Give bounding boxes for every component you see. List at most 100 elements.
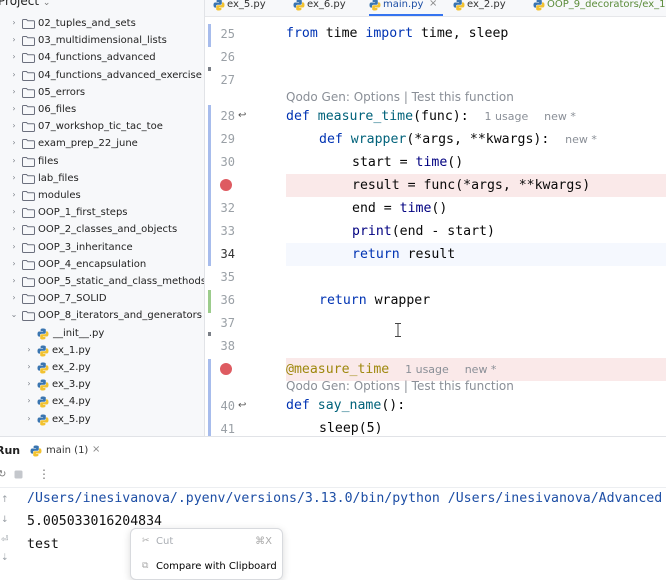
tree-file[interactable]: ›ex_1.py	[0, 343, 204, 360]
vcs-change-marker[interactable]	[208, 24, 211, 47]
chevron-right-icon[interactable]: ›	[12, 258, 16, 268]
chevron-right-icon[interactable]: ›	[12, 224, 16, 234]
chevron-right-icon[interactable]: ›	[12, 121, 16, 131]
tree-folder[interactable]: ›05_errors	[0, 85, 204, 102]
tree-folder[interactable]: ›06_files	[0, 102, 204, 119]
usage-hint[interactable]: 1 usage	[484, 110, 529, 123]
editor-gutter[interactable]: 25 26 27 28 ↩ 29 30 32 33 34 35 36 37 38…	[205, 17, 283, 436]
author-hint[interactable]: new *	[565, 133, 597, 146]
panel-divider[interactable]	[204, 0, 205, 436]
chevron-right-icon[interactable]: ›	[12, 293, 16, 303]
tree-folder[interactable]: ⌄OOP_8_iterators_and_generators	[0, 308, 204, 325]
tree-folder[interactable]: ›lab_files	[0, 171, 204, 188]
code-line-36[interactable]: return wrapper	[319, 293, 430, 308]
chevron-right-icon[interactable]: ›	[12, 52, 16, 62]
scissors-icon: ✂	[142, 536, 150, 546]
code-line-25[interactable]: from time import time, sleep	[286, 26, 508, 41]
close-icon[interactable]: ×	[92, 444, 101, 455]
code-line-29[interactable]: def wrapper(*args, **kwargs): new *	[319, 132, 597, 147]
chevron-right-icon[interactable]: ›	[12, 18, 16, 27]
tree-folder[interactable]: ›OOP_2_classes_and_objects	[0, 222, 204, 239]
fold-marker[interactable]	[208, 67, 211, 71]
line-number: 26	[220, 50, 235, 64]
code-line-33[interactable]: print(end - start)	[352, 224, 495, 239]
project-title-label: Project	[0, 0, 40, 8]
chevron-right-icon[interactable]: ›	[12, 172, 16, 182]
chevron-right-icon[interactable]: ›	[12, 138, 16, 148]
tree-file[interactable]: ›ex_5.py	[0, 412, 204, 429]
close-icon[interactable]: ×	[429, 0, 438, 9]
tree-file[interactable]: ›ex_2.py	[0, 360, 204, 377]
fold-marker[interactable]	[208, 332, 211, 336]
tree-folder[interactable]: ›exam_prep_22_june	[0, 136, 204, 153]
tree-folder[interactable]: ›files	[0, 154, 204, 171]
code-line-41[interactable]: sleep(5)	[319, 421, 383, 436]
chevron-right-icon[interactable]: ›	[12, 155, 16, 165]
vcs-change-marker[interactable]	[208, 105, 211, 266]
chevron-right-icon[interactable]: ›	[27, 413, 31, 423]
tree-file[interactable]: __init__.py	[0, 326, 204, 343]
chevron-right-icon[interactable]: ›	[12, 69, 16, 79]
qodo-gen-codelens[interactable]: Qodo Gen: Options | Test this function	[286, 90, 514, 104]
more-options-icon[interactable]: ⋮	[38, 467, 50, 481]
code-line-34[interactable]: return result	[352, 247, 455, 262]
tree-folder[interactable]: ›OOP_5_static_and_class_methods	[0, 274, 204, 291]
code-line-28[interactable]: def measure_time(func): 1 usage new *	[286, 109, 576, 124]
tree-folder[interactable]: ›04_functions_advanced	[0, 50, 204, 67]
breakpoint-icon[interactable]	[220, 179, 232, 191]
tree-file[interactable]: ›ex_4.py	[0, 394, 204, 411]
overridden-method-icon[interactable]: ↩	[238, 400, 247, 411]
overridden-method-icon[interactable]: ↩	[238, 110, 247, 121]
tree-folder[interactable]: ›04_functions_advanced_exercise	[0, 68, 204, 85]
tree-file[interactable]: ›ex_3.py	[0, 377, 204, 394]
chevron-right-icon[interactable]: ›	[12, 207, 16, 217]
chevron-right-icon[interactable]: ›	[12, 35, 16, 45]
vcs-added-marker[interactable]	[208, 290, 211, 313]
usage-hint[interactable]: 1 usage	[405, 363, 449, 376]
soft-wrap-icon[interactable]: ⏎	[1, 535, 9, 545]
tree-folder[interactable]: ›OOP_3_inheritance	[0, 240, 204, 257]
function-name: measure_time	[317, 109, 414, 124]
author-hint[interactable]: new *	[464, 363, 497, 376]
scroll-up-icon[interactable]: ↑	[1, 495, 9, 505]
tree-folder[interactable]: ›OOP_4_encapsulation	[0, 257, 204, 274]
menu-item-cut[interactable]: ✂ Cut ⌘X	[131, 532, 282, 552]
tab-main[interactable]: main.py ×	[369, 0, 443, 16]
project-title[interactable]: Project ⌄	[0, 0, 50, 8]
chevron-right-icon[interactable]: ›	[12, 104, 16, 113]
console-command-line[interactable]: /Users/inesivanova/.pyenv/versions/3.13.…	[27, 491, 663, 506]
scroll-to-end-icon[interactable]: ⇣	[1, 553, 9, 563]
tree-folder[interactable]: ›OOP_1_first_steps	[0, 205, 204, 222]
tree-folder[interactable]: ›modules	[0, 188, 204, 205]
chevron-right-icon[interactable]: ›	[12, 190, 16, 199]
rerun-icon[interactable]: ↻	[0, 469, 7, 480]
code-line-30[interactable]: start = time()	[352, 155, 463, 170]
chevron-down-icon[interactable]: ⌄	[42, 0, 51, 8]
console-output-line[interactable]: 5.005033016204834	[27, 514, 162, 529]
breakpoint-icon[interactable]	[220, 363, 232, 375]
author-hint[interactable]: new *	[544, 110, 576, 123]
chevron-down-icon[interactable]: ⌄	[10, 310, 18, 320]
chevron-right-icon[interactable]: ›	[27, 379, 31, 389]
chevron-right-icon[interactable]: ›	[27, 396, 31, 406]
console-output-line[interactable]: test	[27, 537, 59, 552]
code-line-39[interactable]: @measure_time 1 usage new *	[286, 362, 496, 377]
code-line-40[interactable]: def say_name():	[286, 398, 405, 413]
menu-item-compare-with-clipboard[interactable]: ⧉ Compare with Clipboard	[131, 557, 282, 577]
stop-icon[interactable]	[14, 470, 23, 482]
chevron-right-icon[interactable]: ›	[27, 362, 31, 371]
code-line-32[interactable]: end = time()	[352, 201, 447, 216]
code-line-31[interactable]: result = func(*args, **kwargs)	[352, 178, 590, 193]
chevron-right-icon[interactable]: ›	[27, 344, 31, 354]
chevron-right-icon[interactable]: ›	[12, 276, 16, 285]
vcs-change-marker[interactable]	[208, 359, 211, 436]
code-editor[interactable]: ex_5.py ex_6.py main.py × ex_2.py OOP_9_…	[205, 0, 666, 436]
chevron-right-icon[interactable]: ›	[12, 86, 16, 96]
scroll-down-icon[interactable]: ↓	[1, 515, 9, 525]
qodo-gen-codelens[interactable]: Qodo Gen: Options | Test this function	[286, 379, 514, 393]
tree-folder[interactable]: ›OOP_7_SOLID	[0, 291, 204, 308]
tree-folder[interactable]: ›03_multidimensional_lists	[0, 33, 204, 50]
tree-folder[interactable]: ›02_tuples_and_sets	[0, 16, 204, 33]
chevron-right-icon[interactable]: ›	[12, 241, 16, 251]
tree-folder[interactable]: ›07_workshop_tic_tac_toe	[0, 119, 204, 136]
